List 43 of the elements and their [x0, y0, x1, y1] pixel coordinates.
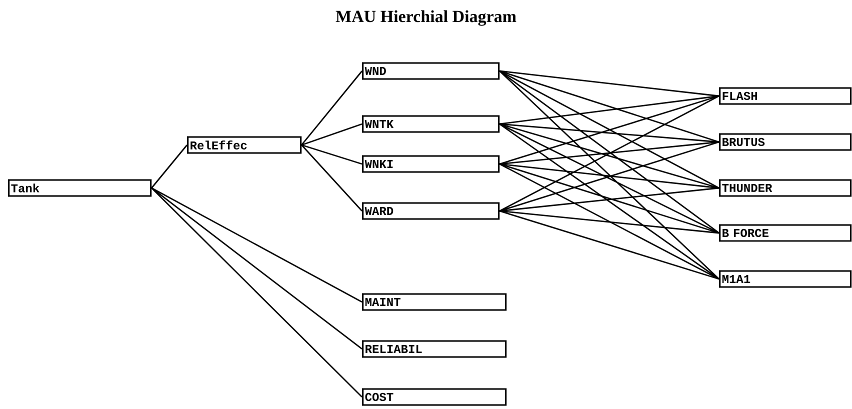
connector-line — [499, 141, 720, 212]
connector-line — [500, 95, 720, 125]
connector-line — [500, 70, 720, 97]
connector-line — [301, 144, 363, 212]
label-box: FLASH — [719, 87, 852, 105]
connector-line — [499, 70, 720, 189]
connector-line — [151, 188, 362, 398]
connector-line — [499, 123, 720, 189]
connector-line — [499, 70, 720, 143]
label-box: WND — [362, 62, 500, 80]
label-box: BRUTUS — [719, 133, 852, 151]
connector-line — [499, 95, 720, 165]
connector-line — [500, 210, 720, 234]
connector-line — [500, 123, 720, 143]
connector-line — [499, 70, 720, 234]
connector-line — [301, 70, 363, 146]
label-box: WARD — [362, 202, 500, 220]
label-box: WNTK — [362, 115, 500, 133]
connector-line — [301, 144, 362, 165]
connector-line — [500, 187, 720, 212]
connector-line — [499, 163, 720, 280]
label-box: B FORCE — [719, 224, 852, 242]
label-box: THUNDER — [719, 179, 852, 197]
label-box: RelEffec — [187, 136, 302, 154]
connector-line — [301, 123, 362, 146]
diagram-title: MAU Hierchial Diagram — [336, 10, 516, 26]
connector-line — [151, 187, 362, 303]
connector-line — [499, 123, 720, 280]
label-box: MAINT — [362, 293, 507, 311]
connector-line — [499, 123, 720, 234]
connector-line — [499, 70, 720, 280]
connector-line — [499, 163, 720, 234]
connector-line — [500, 141, 720, 165]
connector-line — [500, 163, 720, 189]
connector-line — [499, 95, 720, 212]
label-box: COST — [362, 388, 507, 406]
label-box: M1A1 — [719, 270, 852, 288]
label-box: WNKI — [362, 155, 500, 173]
connector-line — [499, 210, 720, 280]
connector-line — [151, 187, 362, 350]
label-box: RELIABIL — [362, 340, 507, 358]
connector-line — [151, 144, 188, 188]
label-box: Tank — [8, 179, 152, 197]
